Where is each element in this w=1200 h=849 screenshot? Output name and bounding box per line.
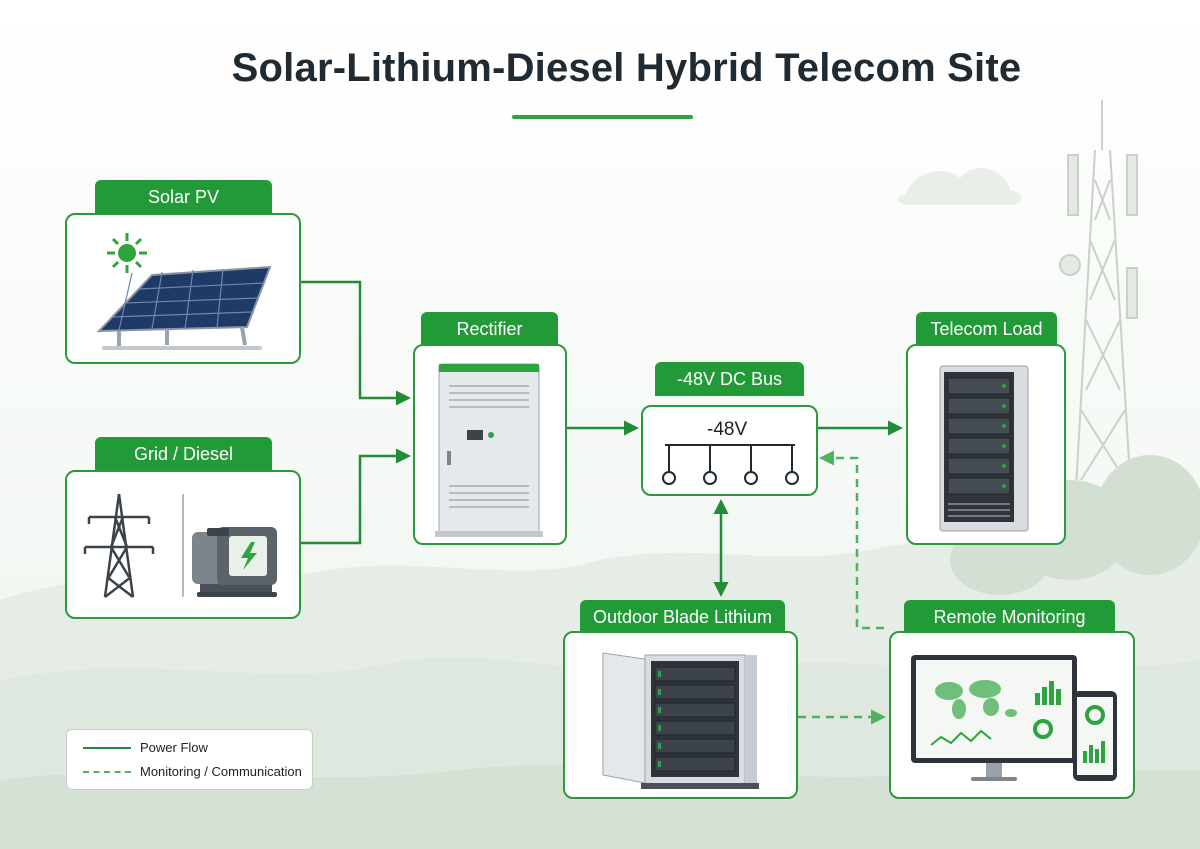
legend-power-text: Power Flow [140, 740, 208, 755]
rectifier-card [413, 344, 567, 545]
legend-monitoring-text: Monitoring / Communication [140, 764, 302, 779]
diesel-generator-icon [192, 527, 277, 597]
world-map-icon [935, 680, 1017, 719]
legend-solid-line [83, 747, 131, 749]
legend-dashed-line [83, 771, 131, 773]
grid-diesel-card [65, 470, 301, 619]
title-underline [512, 115, 693, 119]
monitoring-label: Remote Monitoring [904, 600, 1115, 634]
solar-panel-icon [96, 233, 272, 350]
solar-pv-card [65, 213, 301, 364]
legend: Power Flow Monitoring / Communication [66, 729, 313, 790]
rectifier-cabinet-icon [435, 363, 543, 537]
page-title: Solar-Lithium-Diesel Hybrid Telecom Site [231, 46, 1022, 90]
transmission-tower-icon [83, 493, 155, 598]
battery-label: Outdoor Blade Lithium [580, 600, 785, 634]
monitoring-dashboard-icon [911, 655, 1117, 781]
dc-bus-card: -48V [641, 405, 818, 496]
cell-tower-icon [1059, 100, 1138, 561]
rectifier-label: Rectifier [421, 312, 558, 346]
battery-card [563, 631, 798, 799]
telecom-load-card [906, 344, 1066, 545]
telecom-load-label: Telecom Load [916, 312, 1057, 346]
monitoring-card [889, 631, 1135, 799]
bus-bar-icon [662, 444, 799, 485]
battery-cabinet-icon [602, 652, 759, 789]
server-rack-icon [939, 365, 1029, 532]
bus-voltage-label: -48V [707, 419, 748, 440]
grid-diesel-label: Grid / Diesel [95, 437, 272, 471]
solar-pv-label: Solar PV [95, 180, 272, 214]
sun-icon [118, 244, 136, 262]
dc-bus-label: -48V DC Bus [655, 362, 804, 396]
